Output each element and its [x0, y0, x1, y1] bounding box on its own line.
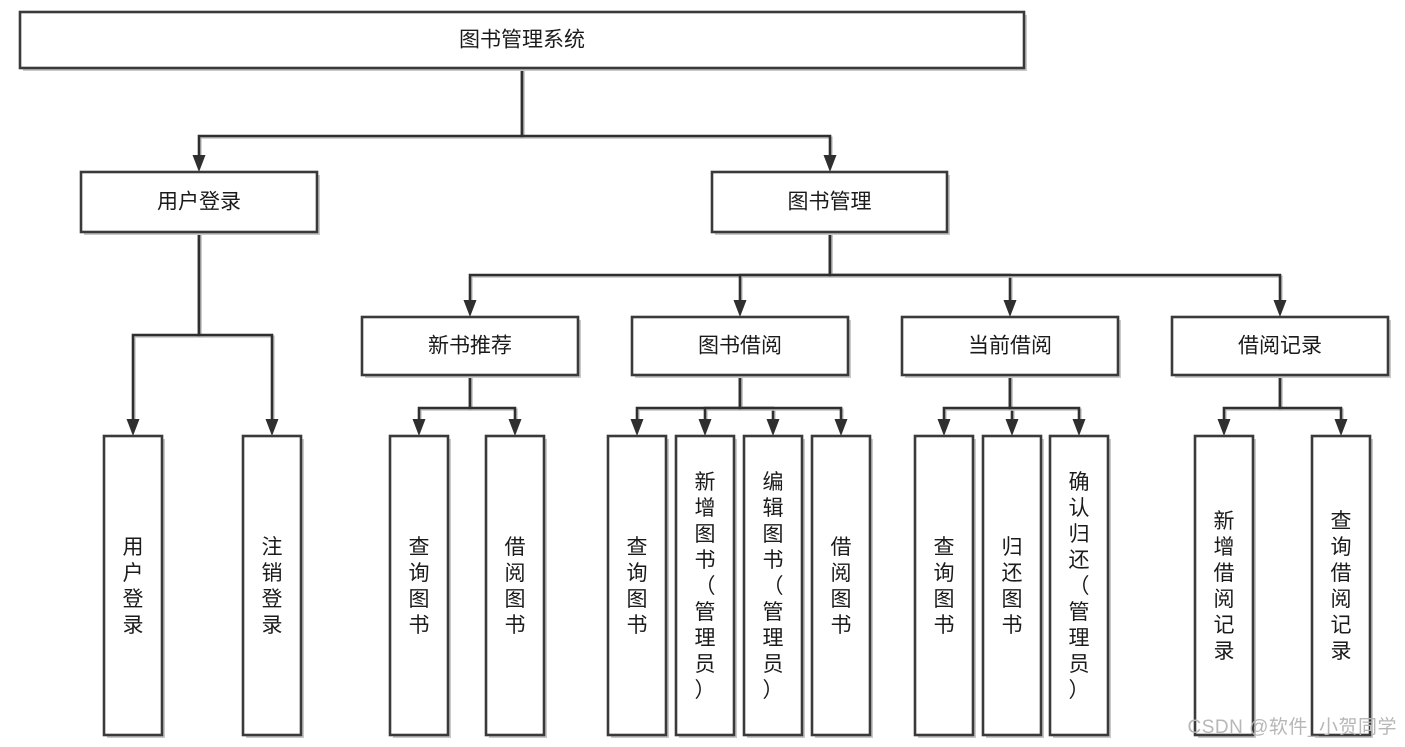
node-box[interactable]	[710, 170, 949, 234]
node-box[interactable]	[630, 315, 850, 377]
node-box[interactable]	[241, 434, 303, 737]
connector-user-login-to-leaf-logout	[197, 232, 279, 436]
node-leaf-return-book[interactable]: 归还图书	[981, 434, 1044, 738]
node-label: 借阅图书	[831, 536, 852, 637]
node-leaf-query-book-2[interactable]: 查询图书	[606, 434, 669, 738]
node-box[interactable]	[360, 315, 580, 377]
arrow-head-icon	[937, 419, 951, 436]
arrow-head-icon	[192, 155, 206, 172]
connector-borrow-record-to-leaf-query-record	[1278, 375, 1348, 436]
node-root[interactable]: 图书管理系统	[18, 10, 1027, 71]
node-label: 查询图书	[627, 536, 648, 637]
node-user-login[interactable]: 用户登录	[79, 170, 320, 235]
arrow-head-icon	[1334, 419, 1348, 436]
connector-root-to-user-login	[192, 68, 525, 172]
arrow-head-icon	[463, 300, 477, 317]
node-label: 查询图书	[409, 536, 430, 637]
node-leaf-borrow-book-2[interactable]: 借阅图书	[810, 434, 873, 738]
connector-book-borrow-to-leaf-edit-book	[738, 375, 780, 436]
connector-borrow-record-to-leaf-add-record	[1217, 375, 1283, 436]
node-box[interactable]	[1310, 434, 1372, 737]
arrow-head-icon	[823, 155, 837, 172]
node-book-manage[interactable]: 图书管理	[710, 170, 950, 235]
node-leaf-confirm-return[interactable]: 确认归还（管理员）	[1048, 434, 1111, 738]
node-box[interactable]	[1170, 315, 1390, 377]
connector-book-manage-to-borrow-record	[828, 232, 1287, 317]
node-box[interactable]	[18, 10, 1026, 70]
watermark-text: CSDN @软件_小贺同学	[1187, 717, 1397, 738]
node-leaf-borrow-book-1[interactable]: 借阅图书	[484, 434, 547, 738]
node-label: 用户登录	[123, 536, 144, 637]
node-label: 注销登录	[262, 536, 283, 637]
node-box[interactable]	[1193, 434, 1255, 737]
node-box[interactable]	[606, 434, 668, 737]
node-new-book-rec[interactable]: 新书推荐	[360, 315, 581, 378]
node-box[interactable]	[1048, 434, 1110, 737]
node-label: 用户登录	[157, 191, 241, 214]
node-borrow-record[interactable]: 借阅记录	[1170, 315, 1391, 378]
node-label: 确认归还（管理员）	[1069, 471, 1090, 702]
node-label: 查询图书	[934, 536, 955, 637]
connector-book-manage-to-book-borrow	[733, 232, 833, 317]
node-leaf-logout[interactable]: 注销登录	[241, 434, 304, 738]
node-label: 新增图书（管理员）	[695, 471, 716, 702]
node-box[interactable]	[102, 434, 164, 737]
arrow-head-icon	[126, 419, 140, 436]
node-box[interactable]	[900, 315, 1120, 377]
node-label: 图书管理系统	[459, 29, 585, 52]
node-label: 借阅记录	[1238, 335, 1322, 358]
node-leaf-user-login[interactable]: 用户登录	[102, 434, 165, 738]
node-box[interactable]	[810, 434, 872, 737]
connector-current-borrow-to-leaf-query-book-3	[937, 375, 1013, 436]
arrow-head-icon	[630, 419, 644, 436]
node-box[interactable]	[742, 434, 804, 737]
node-box[interactable]	[674, 434, 736, 737]
arrow-head-icon	[265, 419, 279, 436]
arrow-head-icon	[508, 419, 522, 436]
node-leaf-query-record[interactable]: 查询借阅记录	[1310, 434, 1373, 738]
connector-root-to-book-manage	[520, 68, 837, 172]
arrow-head-icon	[1072, 419, 1086, 436]
node-leaf-edit-book[interactable]: 编辑图书（管理员）	[742, 434, 805, 738]
node-current-borrow[interactable]: 当前借阅	[900, 315, 1121, 378]
node-box[interactable]	[484, 434, 546, 737]
node-label: 借阅图书	[505, 536, 526, 637]
arrow-head-icon	[834, 419, 848, 436]
arrow-head-icon	[733, 300, 747, 317]
connector-book-borrow-to-leaf-query-book-2	[630, 375, 743, 436]
node-layer: 图书管理系统用户登录图书管理新书推荐图书借阅当前借阅借阅记录用户登录注销登录查询…	[18, 10, 1391, 738]
node-leaf-add-book[interactable]: 新增图书（管理员）	[674, 434, 737, 738]
connector-book-borrow-to-leaf-borrow-book-2	[738, 375, 848, 436]
connector-book-borrow-to-leaf-add-book	[698, 375, 743, 436]
node-box[interactable]	[79, 170, 319, 234]
node-label: 归还图书	[1002, 536, 1023, 637]
node-label: 新书推荐	[428, 335, 512, 358]
arrow-head-icon	[412, 419, 426, 436]
node-leaf-query-book-3[interactable]: 查询图书	[913, 434, 976, 738]
node-label: 当前借阅	[968, 335, 1052, 358]
connector-layer	[126, 68, 1348, 436]
connector-current-borrow-to-leaf-confirm-return	[1008, 375, 1086, 436]
node-box[interactable]	[981, 434, 1043, 737]
connector-new-book-rec-to-leaf-borrow-book-1	[468, 375, 522, 436]
arrow-head-icon	[766, 419, 780, 436]
node-label: 查询借阅记录	[1331, 510, 1352, 663]
arrow-head-icon	[1005, 419, 1019, 436]
node-book-borrow[interactable]: 图书借阅	[630, 315, 851, 378]
node-label: 图书借阅	[698, 335, 782, 358]
arrow-head-icon	[698, 419, 712, 436]
connector-new-book-rec-to-leaf-query-book-1	[412, 375, 473, 436]
node-label: 新增借阅记录	[1214, 510, 1235, 663]
node-box[interactable]	[388, 434, 450, 737]
node-leaf-query-book-1[interactable]: 查询图书	[388, 434, 451, 738]
node-leaf-add-record[interactable]: 新增借阅记录	[1193, 434, 1256, 738]
connector-user-login-to-leaf-user-login	[126, 232, 202, 436]
arrow-head-icon	[1217, 419, 1231, 436]
arrow-head-icon	[1003, 300, 1017, 317]
node-label: 编辑图书（管理员）	[763, 471, 784, 702]
arrow-head-icon	[1273, 300, 1287, 317]
node-box[interactable]	[913, 434, 975, 737]
node-label: 图书管理	[788, 191, 872, 214]
